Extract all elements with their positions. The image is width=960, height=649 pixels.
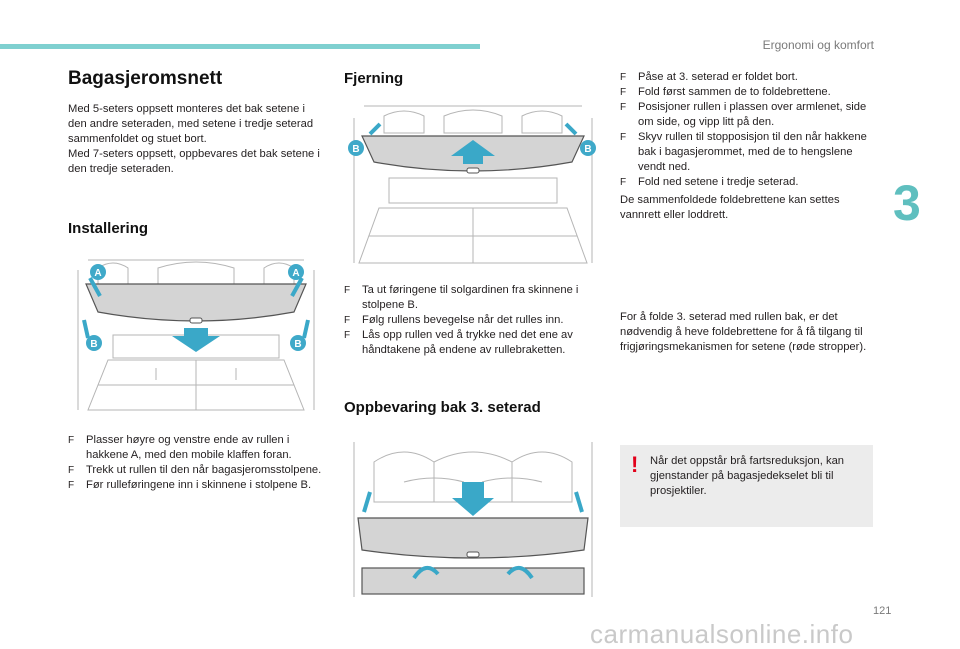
column-left: Bagasjeromsnett Med 5-seters oppsett mon… [68,62,324,237]
removal-step-cont-3: Posisjoner rullen i plassen over armlene… [620,100,874,130]
warning-text: Når det oppstår brå fartsreduksjon, kan … [650,455,845,497]
removal-steps-continued: Påse at 3. seterad er foldet bort. Fold … [620,70,874,190]
badge-a-right [288,264,304,280]
removal-step-cont-5: Fold ned setene i tredje seterad. [620,175,874,190]
removal-note-2: For å folde 3. seterad med rullen bak, e… [620,311,867,353]
removal-note: De sammenfoldede foldebrettene kan sette… [620,194,840,221]
badge-a-right-label: A [292,268,299,279]
removal-step-cont-1: Påse at 3. seterad er foldet bort. [620,70,874,85]
removal-step-cont-2: Fold først sammen de to foldebrettene. [620,85,874,100]
badge-b-right [290,335,306,351]
removal-steps: Ta ut føringene til solgardinen fra skin… [344,283,602,358]
installing-steps: Plasser høyre og venstre ende av rullen … [68,433,324,493]
intro-paragraph-2: Med 7-seters oppsett, oppbevares det bak… [68,148,320,175]
page-number: 121 [873,605,892,617]
removal-heading: Fjerning [344,70,404,87]
column-middle: Fjerning [344,62,602,87]
removal-step-1: Ta ut føringene til solgardinen fra skin… [344,283,602,313]
badge-a-left-label: A [94,268,101,279]
chapter-title: Ergonomi og komfort [762,38,874,52]
badge-a-left [90,264,106,280]
badge-b-right-removal [580,140,596,156]
storage-heading: Oppbevaring bak 3. seterad [344,399,541,416]
badge-b-left-removal [348,140,364,156]
removal-step-2: Følg rullens bevegelse når det rulles in… [344,313,602,328]
badge-b-left-label: B [90,339,97,350]
badge-b-right-removal-label: B [584,144,591,155]
removal-step-3: Lås opp rullen ved å trykke ned det ene … [344,328,602,358]
chapter-number: 3 [893,175,921,231]
badge-b-left-removal-label: B [352,144,359,155]
figure-storage [353,442,593,597]
figure-removal: B B [348,105,596,264]
removal-step-cont-4: Skyv rullen til stopposisjon til den når… [620,130,874,175]
installing-step-3: Før rulleføringene inn i skinnene i stol… [68,478,324,493]
badge-b-left [86,335,102,351]
warning-icon: ! [631,452,639,477]
watermark: carmanualsonline.info [590,619,854,649]
badge-b-right-label: B [294,339,301,350]
header-accent-bar [0,44,480,49]
installing-step-1: Plasser høyre og venstre ende av rullen … [68,433,324,463]
figure-installing: A A B B [77,259,315,411]
installing-heading: Installering [68,220,149,237]
intro-paragraph-1: Med 5-seters oppsett monteres det bak se… [68,103,314,145]
installing-step-2: Trekk ut rullen til den når bagasjeromss… [68,463,324,478]
section-title: Bagasjeromsnett [68,68,223,89]
warning-box: ! Når det oppstår brå fartsreduksjon, ka… [620,445,873,527]
